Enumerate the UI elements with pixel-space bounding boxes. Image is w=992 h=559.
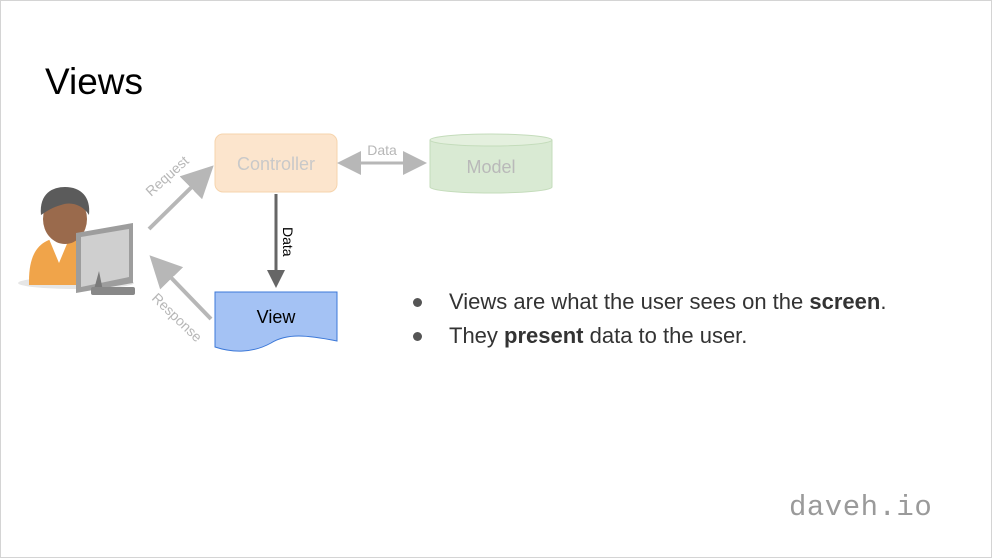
bullet-dot-icon: [413, 298, 422, 307]
model-node: Model: [429, 133, 553, 194]
controller-label: Controller: [237, 154, 315, 174]
bullet-dot-icon: [413, 332, 422, 341]
bullet-text: They: [449, 323, 505, 348]
model-label: Model: [466, 157, 515, 177]
response-label: Response: [149, 290, 206, 345]
view-label: View: [257, 307, 297, 327]
bullet-bold-text: screen: [809, 289, 881, 314]
bullet-text-end: .: [880, 289, 887, 314]
watermark: daveh.io: [789, 491, 933, 524]
controller-model-label: Data: [367, 142, 397, 158]
user-at-computer-icon: [18, 187, 135, 295]
controller-view-label: Data: [280, 227, 296, 257]
bullet-list: Views are what the user sees on the scre…: [411, 286, 886, 354]
bullet-text-end: data to the user.: [583, 323, 748, 348]
bullet-bold-text: present: [504, 323, 584, 348]
request-arrow: [147, 165, 214, 231]
response-arrow: [149, 255, 213, 321]
view-node: View: [214, 291, 338, 352]
controller-node: Controller: [214, 133, 338, 193]
bullet-item: Views are what the user sees on the scre…: [411, 286, 886, 320]
bullet-text: Views are what the user sees on the: [449, 289, 810, 314]
bullet-item: They present data to the user.: [411, 320, 886, 354]
slide-title: Views: [45, 61, 144, 102]
